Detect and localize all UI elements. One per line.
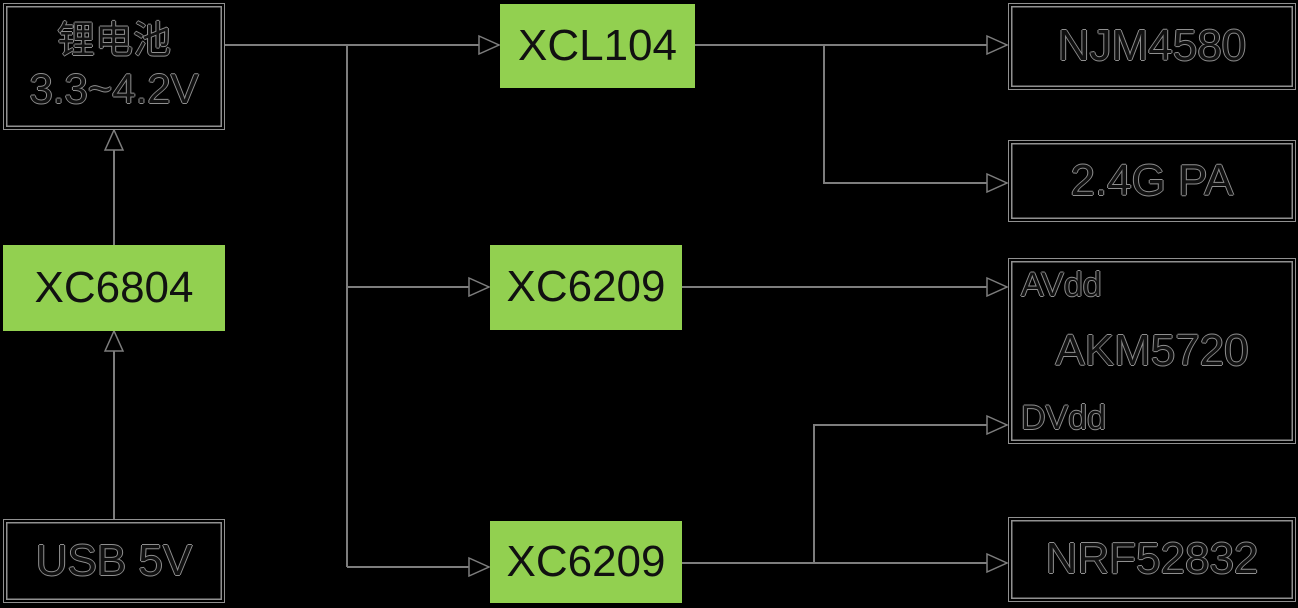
wire-xcl104-to-24g-pa [823, 45, 1009, 194]
xc6209-mcu-label: XC6209 [506, 536, 666, 586]
wire-xc6209-mcu-to-akm-dvdd [813, 414, 1009, 563]
node-xc6804-charger: XC6804 [3, 245, 225, 331]
akm-dvdd-pin-label: DVdd [1021, 398, 1107, 437]
xcl104-label: XCL104 [517, 20, 677, 70]
njm4580-label: NJM4580 [1057, 21, 1247, 71]
node-xc6209-audio-ldo: XC6209 [490, 245, 682, 330]
node-njm4580: NJM4580 [1008, 3, 1296, 90]
akm5720-label: AKM5720 [1055, 325, 1249, 375]
node-xcl104-buck: XCL104 [500, 4, 695, 88]
node-usb-5v: USB 5V [3, 519, 225, 603]
node-battery: 锂电池 3.3~4.2V [3, 3, 225, 130]
akm-avdd-pin-label: AVdd [1021, 266, 1102, 304]
24g-pa-label: 2.4G PA [1070, 155, 1234, 205]
node-24g-pa: 2.4G PA [1008, 140, 1296, 222]
battery-voltage-label: 3.3~4.2V [29, 65, 199, 113]
node-xc6209-mcu-ldo: XC6209 [490, 521, 682, 603]
node-akm5720-codec: AVdd AKM5720 DVdd [1008, 258, 1296, 444]
xc6804-label: XC6804 [34, 262, 194, 312]
usb-5v-label: USB 5V [35, 535, 193, 585]
node-nrf52832: NRF52832 [1008, 517, 1296, 602]
battery-label: 锂电池 [56, 19, 171, 62]
xc6209-audio-label: XC6209 [506, 262, 666, 312]
nrf52832-label: NRF52832 [1045, 534, 1259, 584]
